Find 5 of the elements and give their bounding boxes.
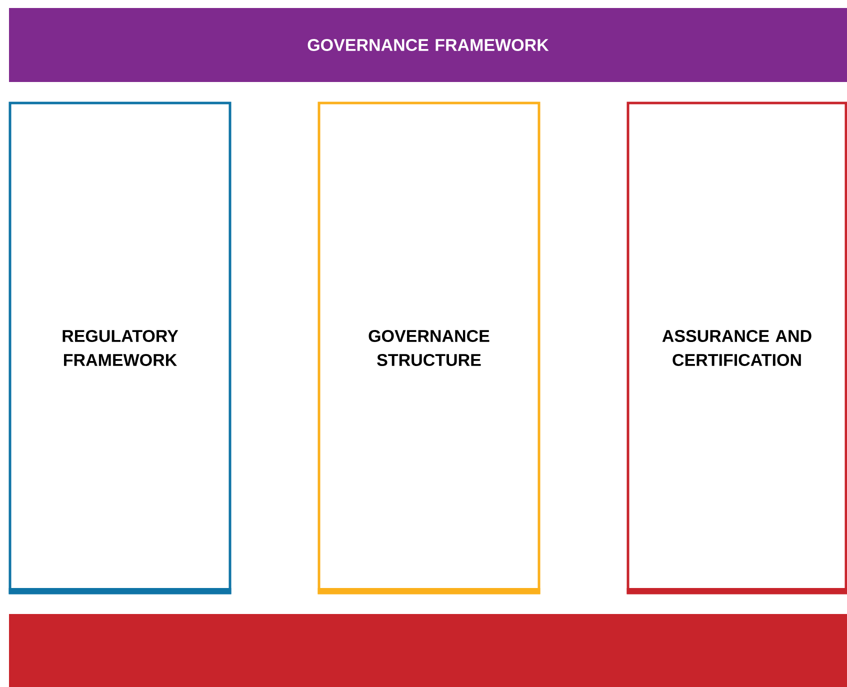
footer-bar (9, 614, 847, 687)
column-box: ASSURANCE AND CERTIFICATION (626, 102, 847, 594)
column-box: REGULATORY FRAMEWORK (8, 102, 232, 594)
title-banner: GOVERNANCE FRAMEWORK (9, 8, 847, 82)
column-box: GOVERNANCE STRUCTURE (318, 102, 540, 594)
